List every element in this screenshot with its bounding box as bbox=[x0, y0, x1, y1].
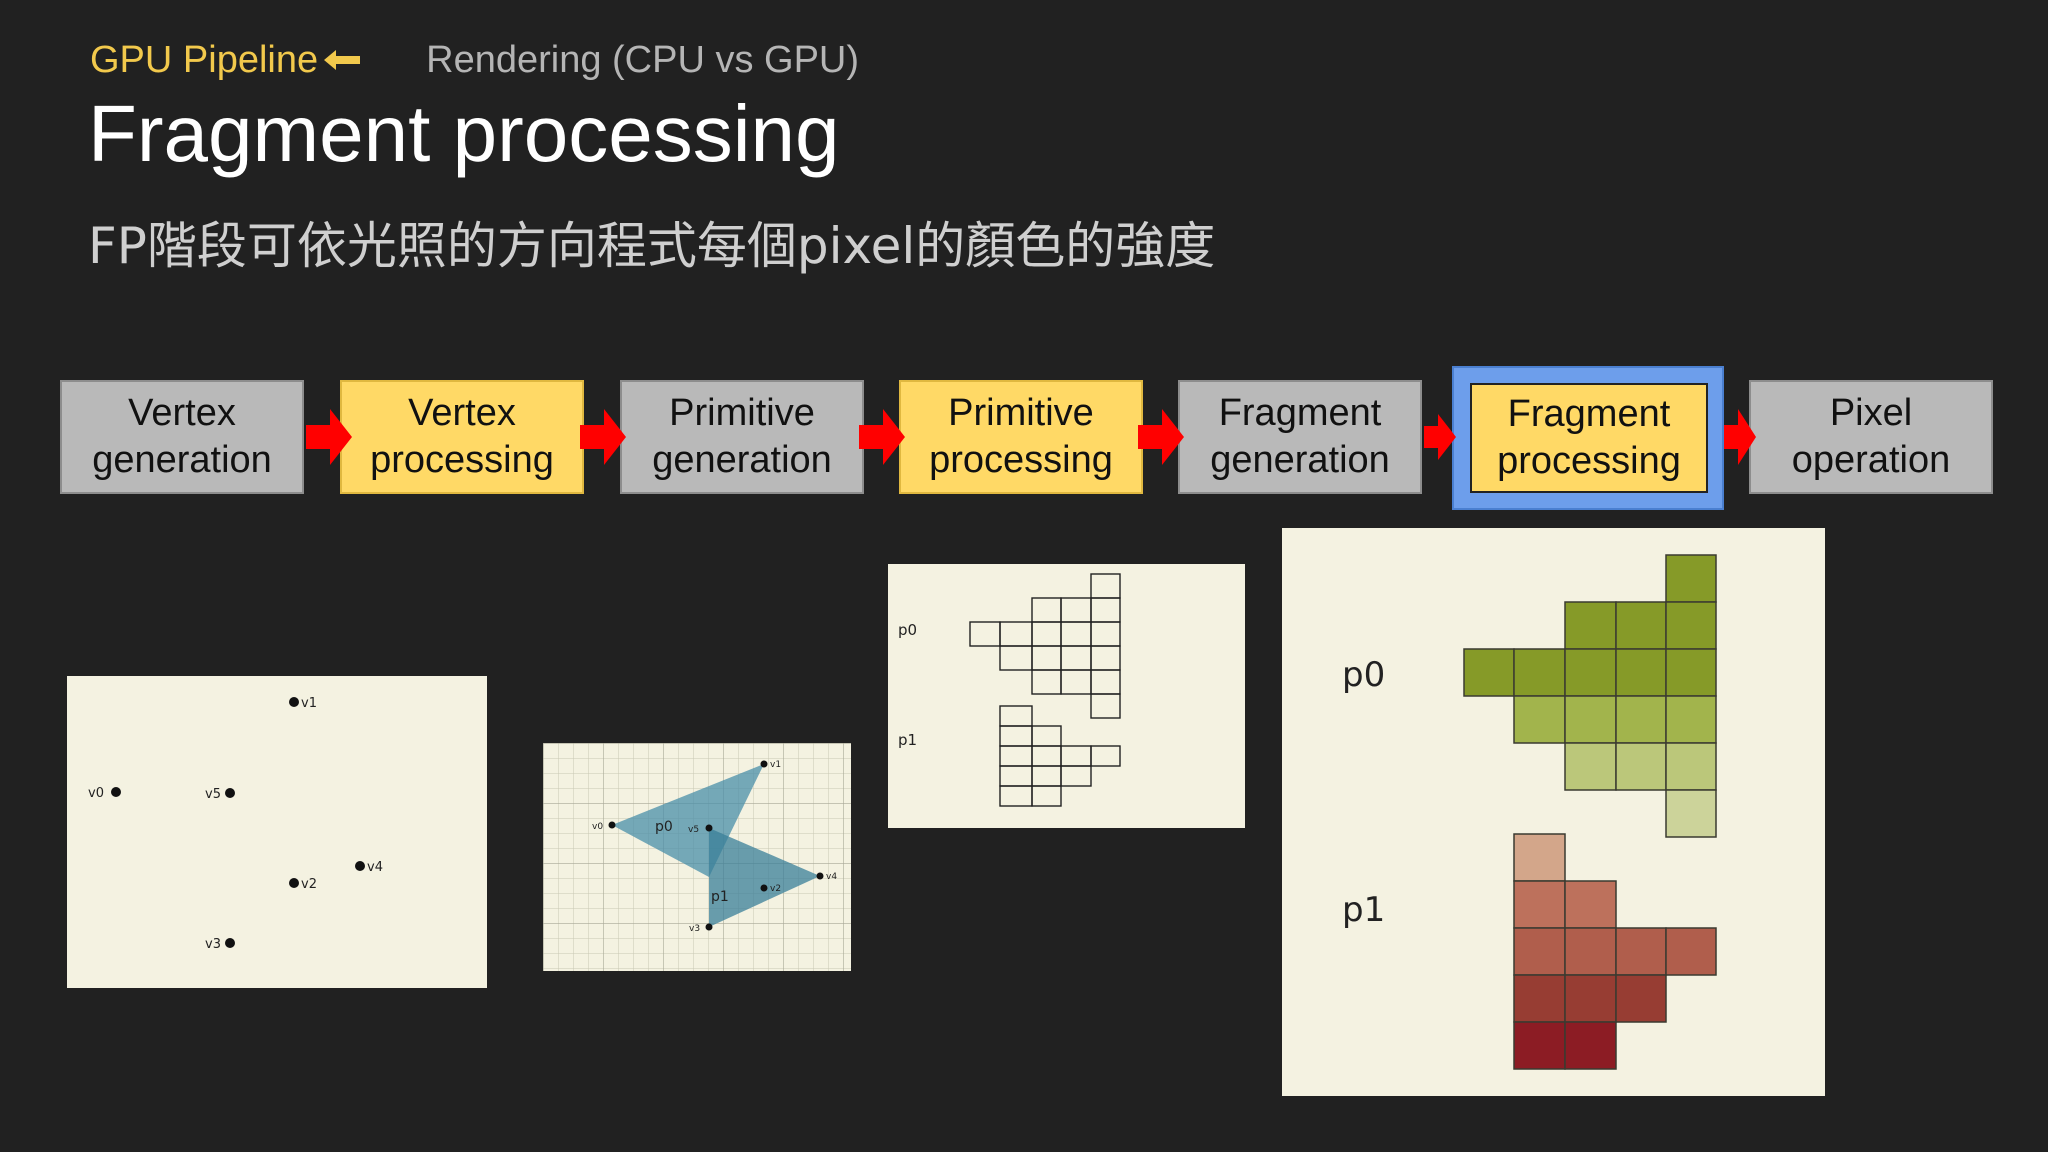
arrow-right-icon bbox=[580, 409, 626, 465]
arrow-right-icon bbox=[306, 409, 352, 465]
vertex-point bbox=[111, 787, 121, 797]
arrow-right-icon bbox=[859, 409, 905, 465]
svg-text:v1: v1 bbox=[770, 760, 781, 770]
vertex-point bbox=[355, 861, 365, 871]
vertex-label: v4 bbox=[367, 860, 383, 875]
primitive-label: p1 bbox=[1342, 890, 1385, 930]
vertex-point bbox=[225, 938, 235, 948]
page-subtitle: FP階段可依光照的方向程式每個pixel的顏色的強度 bbox=[88, 217, 1216, 275]
primitive-label: p1 bbox=[711, 889, 729, 905]
page-title: Fragment processing bbox=[88, 89, 840, 178]
svg-text:v0: v0 bbox=[592, 822, 603, 832]
vertex-point bbox=[289, 697, 299, 707]
vertex-panel: v1 v0 v5 v4 v2 v3 bbox=[67, 676, 487, 988]
arrow-right-icon bbox=[1424, 414, 1456, 460]
vertex-label: v5 bbox=[205, 787, 221, 802]
primitive-label: p0 bbox=[1342, 655, 1385, 695]
svg-text:v2: v2 bbox=[770, 884, 781, 894]
fragment-generation-panel: p0 p1 bbox=[888, 564, 1245, 828]
primitive-panel: v0 v1 v2 v3 v4 v5 p0 p1 bbox=[543, 743, 851, 971]
primitive-label: p1 bbox=[898, 731, 917, 749]
breadcrumb-other[interactable]: Rendering (CPU vs GPU) bbox=[426, 38, 860, 81]
vertex-point bbox=[225, 788, 235, 798]
vertex-label: v2 bbox=[301, 877, 317, 892]
breadcrumb-current[interactable]: GPU Pipeline bbox=[90, 38, 319, 81]
breadcrumb: GPU Pipeline Rendering (CPU vs GPU) bbox=[90, 36, 859, 84]
vertex-label: v3 bbox=[205, 937, 221, 952]
arrow-right-icon bbox=[1724, 409, 1756, 465]
svg-text:v5: v5 bbox=[688, 825, 699, 835]
arrow-right-icon bbox=[1138, 409, 1184, 465]
primitive-label: p0 bbox=[655, 819, 673, 835]
vertex-point bbox=[289, 878, 299, 888]
svg-text:v3: v3 bbox=[689, 924, 700, 934]
fragment-processing-panel: p0 p1 bbox=[1282, 528, 1825, 1096]
arrow-left-icon bbox=[324, 50, 361, 70]
primitive-p1 bbox=[709, 828, 820, 927]
svg-text:v4: v4 bbox=[826, 872, 837, 882]
vertex-label: v1 bbox=[301, 696, 317, 711]
vertex-label: v0 bbox=[88, 786, 104, 801]
primitive-label: p0 bbox=[898, 621, 917, 639]
primitive-p0 bbox=[612, 764, 764, 877]
